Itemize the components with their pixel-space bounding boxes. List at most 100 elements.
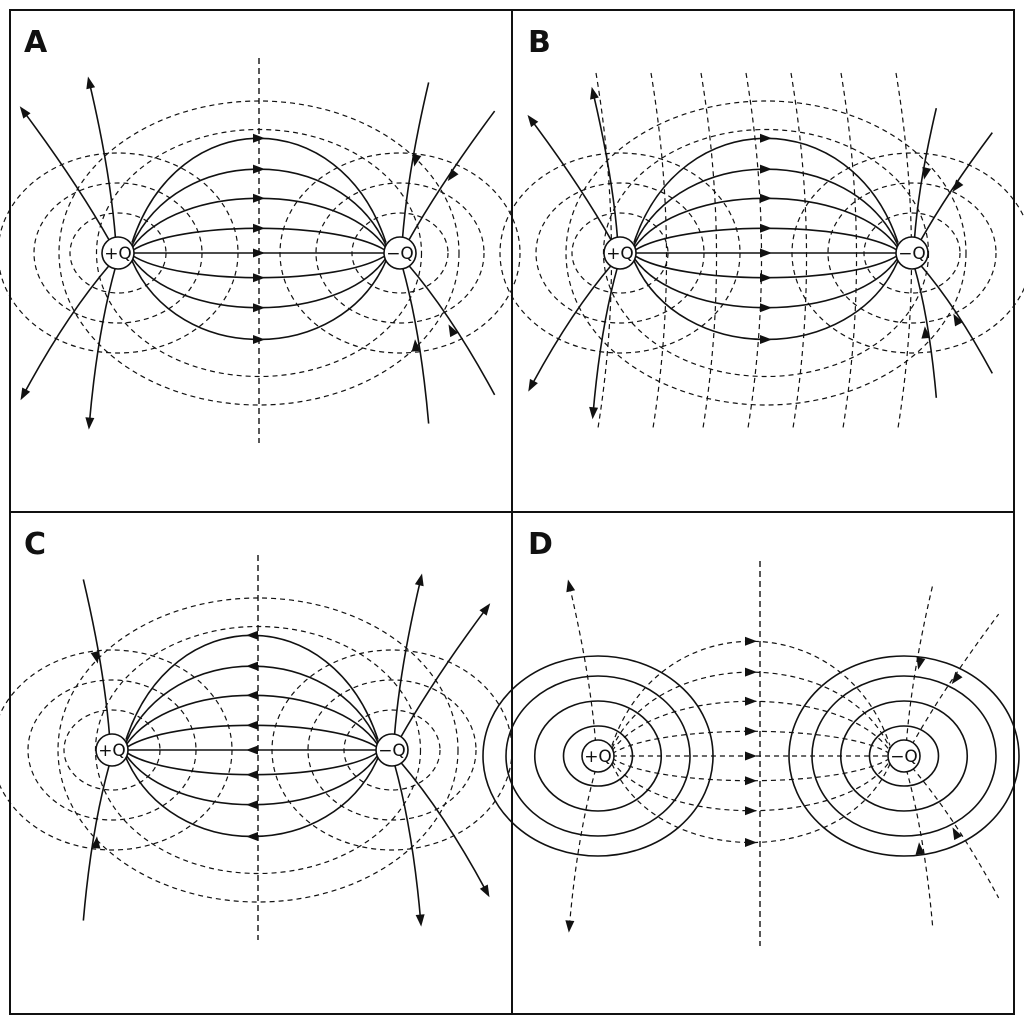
field-line-connecting (611, 700, 891, 752)
field-arrow (411, 339, 421, 352)
positive-charge-label: +Q (104, 244, 132, 264)
negative-charge-label: −Q (378, 741, 406, 761)
field-arrow (760, 193, 772, 203)
field-arrow (952, 827, 963, 841)
field-arrow (745, 806, 757, 816)
positive-charge (603, 236, 637, 270)
field-arrow (86, 76, 96, 90)
field-line-positive-outer (592, 266, 619, 414)
field-arrow (760, 164, 772, 174)
field-arrow (952, 179, 964, 192)
field-arrow (412, 153, 422, 167)
field-arrow (85, 417, 95, 430)
field-line-negative-outer (407, 263, 496, 396)
field-line-negative-outer (905, 585, 934, 743)
panel-label-d: D (528, 527, 553, 562)
field-line-positive-outer (82, 763, 111, 921)
field-line-connecting (611, 671, 891, 749)
negative-charge-label: −Q (898, 244, 926, 264)
positive-charge-label: +Q (584, 747, 612, 767)
panel-label-a: A (24, 25, 48, 60)
field-line-connecting (633, 168, 899, 246)
outer-equipotential (565, 100, 967, 406)
positive-charge-label: +Q (98, 741, 126, 761)
field-arrow (246, 720, 258, 730)
field-line-negative-outer (399, 607, 488, 739)
field-arrow (745, 636, 757, 646)
equipotential-ring-negative (868, 725, 940, 787)
field-line-positive-outer (88, 266, 117, 424)
field-line-positive-outer (530, 263, 613, 387)
panel-label-c: C (24, 527, 46, 562)
field-line-negative-outer (407, 110, 496, 242)
field-line-connecting (125, 751, 379, 776)
field-arrow (565, 920, 575, 933)
field-line-negative-outer (401, 82, 430, 240)
field-arrow (921, 326, 931, 339)
negative-charge (383, 236, 417, 270)
field-arrow (253, 133, 265, 143)
field-line-connecting (633, 227, 899, 252)
field-arrow (246, 770, 258, 780)
field-arrow (246, 661, 258, 671)
field-arrow (760, 334, 772, 344)
field-line-positive-outer (22, 263, 111, 396)
field-line-negative-outer (919, 132, 993, 242)
field-line-connecting (611, 763, 891, 843)
negative-charge-label: −Q (890, 747, 918, 767)
field-line-connecting (633, 197, 899, 249)
field-line-positive-outer (530, 119, 613, 242)
panel-d: +Q −Q (482, 561, 1020, 946)
field-line-positive-outer (22, 110, 111, 242)
field-line-connecting (611, 757, 891, 782)
field-line-positive-outer (592, 92, 619, 240)
field-arrow (414, 573, 424, 587)
field-line-negative-outer (401, 266, 430, 424)
field-arrow (90, 650, 100, 664)
field-arrow (760, 303, 772, 313)
negative-charge-label: −Q (386, 244, 414, 264)
field-arrow (745, 837, 757, 847)
field-arrow (253, 273, 265, 283)
field-line-connecting (611, 730, 891, 755)
field-arrow (760, 273, 772, 283)
equipotential-vertical (790, 72, 808, 429)
field-arrow (590, 86, 599, 100)
field-arrow (246, 745, 258, 755)
field-arrow (246, 630, 258, 640)
field-line-connecting (125, 757, 379, 838)
field-line-negative-outer (905, 769, 934, 927)
negative-charge (887, 739, 921, 773)
field-arrow (253, 334, 265, 344)
field-arrow (253, 303, 265, 313)
positive-charge (581, 739, 615, 773)
field-line-connecting (125, 694, 379, 746)
equipotential-vertical (650, 72, 668, 429)
panel-label-b: B (528, 25, 551, 60)
field-arrow (415, 914, 425, 927)
field-arrow (760, 133, 772, 143)
field-arrow (527, 114, 539, 128)
field-arrow (253, 248, 265, 258)
field-arrow (745, 776, 757, 786)
field-arrow (528, 378, 538, 392)
field-line-connecting (611, 640, 891, 746)
field-arrow (253, 193, 265, 203)
field-line-connecting (125, 665, 379, 743)
positive-charge-label: +Q (606, 244, 634, 264)
field-arrow (566, 579, 576, 593)
field-arrow (19, 106, 31, 119)
equipotential-ring-positive (505, 675, 691, 837)
field-arrow (479, 884, 490, 898)
equipotential-vertical (840, 72, 858, 429)
field-line-negative-outer (913, 108, 938, 240)
field-arrow (253, 223, 265, 233)
field-arrow (915, 842, 925, 855)
positive-charge (95, 733, 129, 767)
field-line-negative-outer (393, 579, 422, 737)
equipotential-ring-negative (307, 679, 477, 821)
field-arrow (246, 831, 258, 841)
field-line-negative-outer (393, 763, 422, 921)
equipotential-ring-negative (315, 182, 485, 324)
